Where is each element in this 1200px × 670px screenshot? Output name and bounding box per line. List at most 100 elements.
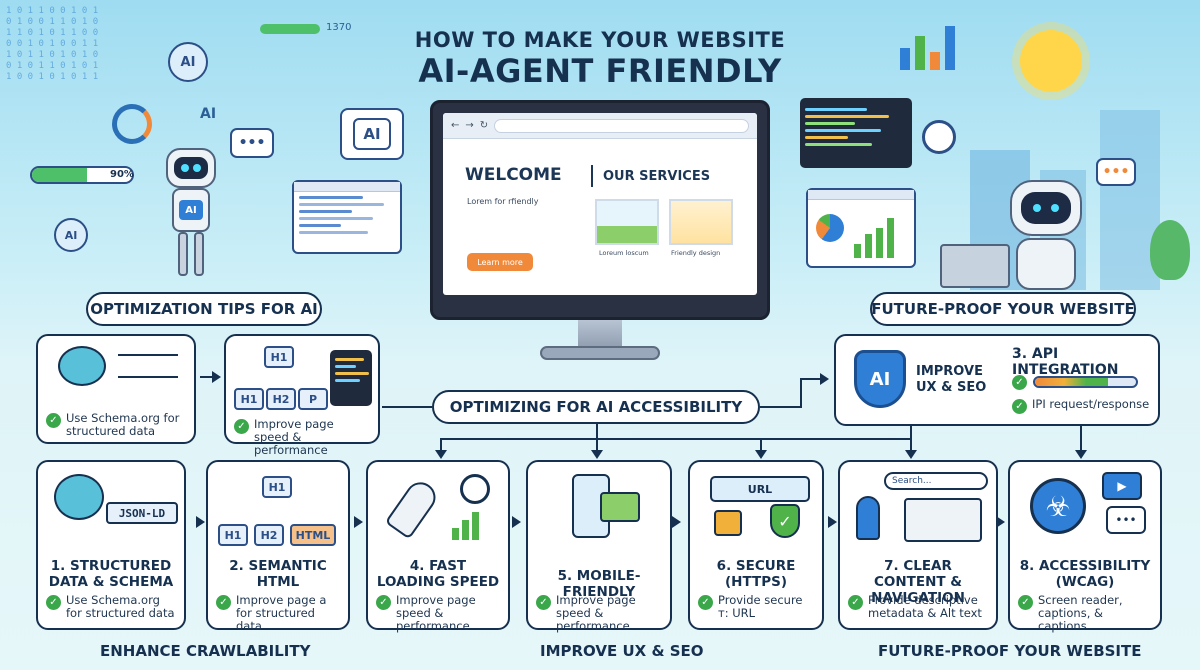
- footer-future-proof: FUTURE-PROOF YOUR WEBSITE: [878, 642, 1142, 660]
- check-text: Improve page a for structured data: [236, 593, 327, 633]
- card-semantic-html: H1 H1 H2 HTML 2. SEMANTIC HTML ✓Improve …: [206, 460, 350, 633]
- check-icon: ✓: [1018, 595, 1033, 610]
- check-text: Improve page speed & performance: [556, 593, 636, 633]
- check-icon: ✓: [536, 595, 551, 610]
- connector-line: [760, 438, 762, 452]
- card-accessibility: ☣ ▶ ••• 8. ACCESSIBILITY (WCAG) ✓Screen …: [1008, 460, 1162, 633]
- progress-fill: [1035, 378, 1108, 386]
- check-icon: ✓: [848, 595, 863, 610]
- code-window: [292, 180, 402, 254]
- forward-icon[interactable]: →: [465, 120, 474, 131]
- code-snippet-icon: [330, 350, 372, 406]
- card-title: 5. MOBILE-FRIENDLY: [557, 568, 641, 600]
- browser-bar: ← → ↻: [443, 113, 757, 139]
- play-icon: ▶: [1102, 472, 1142, 500]
- check-text: Screen reader, captions, & captions: [1038, 593, 1123, 633]
- pill-optimization-tips: OPTIMIZATION TIPS FOR AI: [86, 292, 322, 326]
- search-field[interactable]: Search...: [884, 472, 988, 490]
- ai-text-badge: AI: [200, 106, 217, 122]
- growth-chart-icon: [452, 512, 479, 540]
- h1-tag: H1: [262, 476, 292, 498]
- arrow-head: [212, 371, 221, 383]
- ai-card-badge: AI: [340, 108, 404, 160]
- chart-window: [806, 188, 916, 268]
- h1-tag: H1: [264, 346, 294, 368]
- card-title: 2. SEMANTIC HTML: [229, 558, 327, 590]
- check-icon: ✓: [376, 595, 391, 610]
- h2-tag: H2: [254, 524, 284, 546]
- services-heading: OUR SERVICES: [603, 169, 711, 184]
- pill-optimizing-accessibility: OPTIMIZING FOR AI ACCESSIBILITY: [432, 390, 760, 424]
- card-fast-loading: 4. FAST LOADING SPEED ✓Improve page spee…: [366, 460, 510, 633]
- arrow-head: [996, 516, 1005, 528]
- connector-line: [596, 438, 598, 452]
- person-menu-icon: [856, 496, 880, 540]
- url-bar[interactable]: [494, 118, 749, 133]
- check-text: IPI request/response: [1032, 397, 1150, 411]
- menu-list-icon: [904, 498, 982, 542]
- laptop-icon: [940, 244, 1010, 288]
- arrow-head: [591, 450, 603, 459]
- progress-pill: [30, 166, 134, 184]
- card-title: 4. FAST LOADING SPEED: [376, 558, 500, 590]
- thumb-caption-2: Friendly design: [671, 249, 721, 257]
- counter-text: 1370: [326, 22, 352, 33]
- check-icon: ✓: [234, 419, 249, 434]
- arrow-head: [435, 450, 447, 459]
- check-icon: ✓: [46, 413, 61, 428]
- compass-icon: [922, 120, 956, 154]
- chat-bubble-icon: •••: [1096, 158, 1136, 186]
- title-line-2: AI-AGENT FRIENDLY: [418, 52, 782, 90]
- robot-icon: [166, 148, 216, 188]
- connector-line: [440, 438, 910, 440]
- monitor-stand: [578, 320, 622, 348]
- robot-body: AI: [172, 188, 210, 232]
- shield-check-icon: ✓: [770, 504, 800, 538]
- counter-bar: [260, 24, 320, 34]
- progress-percent: 90%: [110, 169, 134, 180]
- connector-line: [910, 426, 912, 452]
- reload-icon[interactable]: ↻: [479, 120, 489, 131]
- robot-body: [1016, 238, 1076, 290]
- shield-ai-icon: AI: [854, 350, 906, 408]
- check-text: Use Schema.org for structured data: [66, 411, 180, 438]
- card-secure-https: URL ✓ 6. SECURE (HTTPS) ✓Provide secure …: [688, 460, 824, 630]
- json-ld-badge: JSON-LD: [106, 502, 178, 524]
- monitor: ← → ↻ WELCOME OUR SERVICES Lorem for rfi…: [430, 100, 770, 320]
- connector-line: [596, 424, 598, 440]
- h2-tag: H2: [266, 388, 296, 410]
- connector-line: [800, 378, 802, 408]
- url-window: URL: [710, 476, 810, 502]
- arrow-head: [196, 516, 205, 528]
- code-editor-window: [800, 98, 912, 168]
- api-integration-card: AI IMPROVE UX & SEO 3. API INTEGRATION ✓…: [834, 334, 1160, 426]
- tablet-icon: [600, 492, 640, 522]
- padlock-icon: [714, 510, 742, 536]
- learn-more-button[interactable]: Learn more: [467, 253, 533, 271]
- welcome-heading: WELCOME: [465, 165, 562, 185]
- connector-line: [382, 406, 432, 408]
- lorem-text: Lorem for rfiendly: [467, 197, 539, 206]
- arrow-head: [905, 450, 917, 459]
- check-text: Use Schema.org for structured data: [66, 593, 175, 620]
- gauge-icon: [112, 104, 152, 144]
- arrow-head: [672, 516, 681, 528]
- monitor-base: [540, 346, 660, 360]
- stopwatch-icon: [460, 474, 490, 504]
- landscape-image-icon: [595, 199, 659, 245]
- arrow-head: [755, 450, 767, 459]
- thumb-caption-1: Loreum loscum: [599, 249, 649, 257]
- arrow-head: [1075, 450, 1087, 459]
- api-progress: ✓: [1012, 374, 1138, 390]
- binary-code-decoration: 1 0 1 1 0 0 1 0 1 0 1 0 0 1 1 0 1 0 1 1 …: [6, 6, 99, 82]
- tree: [1150, 220, 1190, 280]
- chat-bubble-icon: •••: [1106, 506, 1146, 534]
- card-clear-content: Search... 7. CLEAR CONTENT & NAVIGATION …: [838, 460, 998, 630]
- h1-tag: H1: [218, 524, 248, 546]
- brain-network-icon: [58, 346, 106, 386]
- pill-future-proof: FUTURE-PROOF YOUR WEBSITE: [870, 292, 1136, 326]
- back-icon[interactable]: ←: [451, 120, 460, 131]
- check-icon: ✓: [46, 595, 61, 610]
- top-card-semantic-html: H1 H1 H2 P ✓Improve page speed & perform…: [224, 334, 380, 457]
- rocket-icon: [384, 476, 442, 540]
